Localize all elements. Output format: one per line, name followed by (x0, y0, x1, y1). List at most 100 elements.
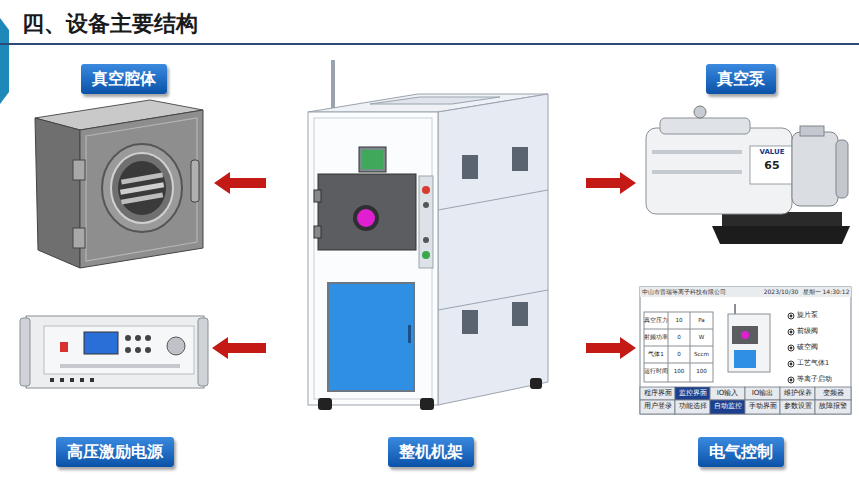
machine-frame-picture (420, 398, 434, 410)
machine-frame-picture (422, 186, 430, 194)
machine-frame-picture (462, 310, 478, 334)
hmi-screen-picture (644, 346, 713, 347)
table-cell: 气体1 (644, 351, 668, 357)
machine-frame-picture (438, 94, 548, 405)
machine-frame-picture (318, 398, 332, 410)
status-item: 前级阀 (797, 328, 849, 335)
hmi-screen-picture (734, 304, 736, 314)
hmi-screen-picture (790, 331, 793, 334)
hmi-screen-picture (640, 287, 851, 297)
power-supply-picture (125, 347, 131, 353)
machine-frame-picture (308, 60, 548, 410)
vacuum-pump-picture (836, 140, 848, 198)
hmi-screen-picture (640, 287, 851, 414)
machine-frame-picture (314, 118, 432, 399)
machine-frame-picture (462, 155, 478, 179)
hmi-screen-picture (640, 400, 675, 414)
hmi-screen-picture (745, 400, 780, 414)
name-tag: 整机机架 (388, 437, 474, 467)
machine-frame-picture (370, 97, 500, 104)
name-tag: 真空泵 (706, 64, 776, 94)
table-cell: 0 (668, 334, 690, 340)
vacuum-pump-picture (694, 106, 706, 118)
hmi-screen-picture (780, 387, 815, 400)
machine-frame-picture (462, 147, 528, 334)
machine-frame-picture (408, 325, 411, 343)
screen-time: 14:30:12 (822, 289, 850, 296)
screen-button: 故障报警 (815, 403, 851, 411)
hmi-screen-picture (788, 377, 794, 383)
vacuum-chamber-picture (120, 182, 164, 195)
machine-frame-picture (530, 378, 542, 389)
component-panel: 真空泵 (636, 58, 848, 258)
power-supply-picture (70, 378, 74, 382)
hmi-screen-picture (644, 363, 713, 364)
machine-frame-picture (314, 226, 321, 238)
name-tag: 真空腔体 (81, 64, 167, 94)
screen-button: IO输入 (710, 390, 745, 398)
machine-frame-picture (318, 174, 416, 250)
block-arrow (586, 337, 636, 359)
machine-frame-picture (438, 290, 548, 310)
hmi-screen-picture (675, 387, 710, 400)
table-cell: W (690, 334, 713, 340)
hmi-screen-picture (710, 400, 745, 414)
table-cell: Pa (690, 317, 713, 323)
machine-frame-picture (422, 251, 430, 259)
screen-date: 2023/10/30 (761, 289, 801, 296)
vacuum-chamber-picture (102, 144, 182, 232)
hmi-screen-picture (790, 363, 793, 366)
table-cell: 射频功率 (644, 334, 668, 340)
brand-text: VALUE (750, 149, 794, 157)
hmi-screen-picture (790, 347, 793, 350)
component-panel: 整机机架 (266, 56, 586, 472)
machine-frame-picture (314, 190, 321, 202)
power-supply-picture (44, 326, 194, 374)
vacuum-chamber-picture (35, 100, 203, 268)
hmi-screen-picture (788, 345, 794, 351)
screen-button: 维护保养 (780, 390, 815, 398)
vacuum-chamber-picture (86, 118, 197, 261)
power-supply-picture (20, 316, 208, 388)
machine-frame-picture (512, 302, 528, 326)
vacuum-chamber-picture (80, 110, 203, 268)
status-item: 破空阀 (797, 344, 849, 351)
power-supply-picture (135, 335, 141, 341)
hmi-screen-picture (690, 312, 691, 382)
machine-frame-picture (359, 147, 386, 172)
hmi-screen-picture (788, 361, 794, 367)
power-supply-picture (145, 335, 151, 341)
hmi-screen-picture (790, 315, 793, 318)
screen-button: 自动监控 (710, 403, 745, 411)
hmi-screen-picture (790, 379, 793, 382)
status-item: 工艺气体1 (797, 360, 849, 367)
hmi-screen-picture (815, 400, 851, 414)
power-supply-picture (50, 378, 54, 382)
name-tag: 电气控制 (698, 437, 784, 467)
power-supply-picture (26, 316, 204, 388)
power-supply-picture (60, 364, 180, 368)
hmi-screen-picture (780, 400, 815, 414)
screen-button: 变频器 (815, 390, 851, 398)
header-decoration (0, 43, 859, 45)
vacuum-pump-picture (646, 106, 850, 244)
hmi-screen-picture (788, 313, 794, 383)
screen-header: 中山市晋瑞等离子科技有限公司 (642, 289, 760, 296)
screen-button: 功能选择 (675, 403, 710, 411)
hmi-screen-picture (728, 314, 770, 372)
hmi-screen-picture (732, 326, 758, 344)
screen-button: 手动界面 (745, 403, 780, 411)
screen-button: 监控界面 (675, 390, 710, 398)
vacuum-pump-picture (712, 226, 850, 244)
model-number: 65 (759, 160, 785, 172)
vacuum-chamber-picture (121, 172, 163, 184)
power-supply-picture (60, 342, 68, 352)
table-cell: 10 (668, 317, 690, 323)
hmi-screen-picture (640, 287, 851, 414)
hmi-screen-picture (790, 315, 793, 382)
machine-frame-picture (331, 60, 335, 108)
table-cell: 真空压力 (644, 317, 668, 323)
slide-title: 四、设备主要结构 (22, 9, 198, 39)
hmi-screen-picture (734, 350, 756, 368)
